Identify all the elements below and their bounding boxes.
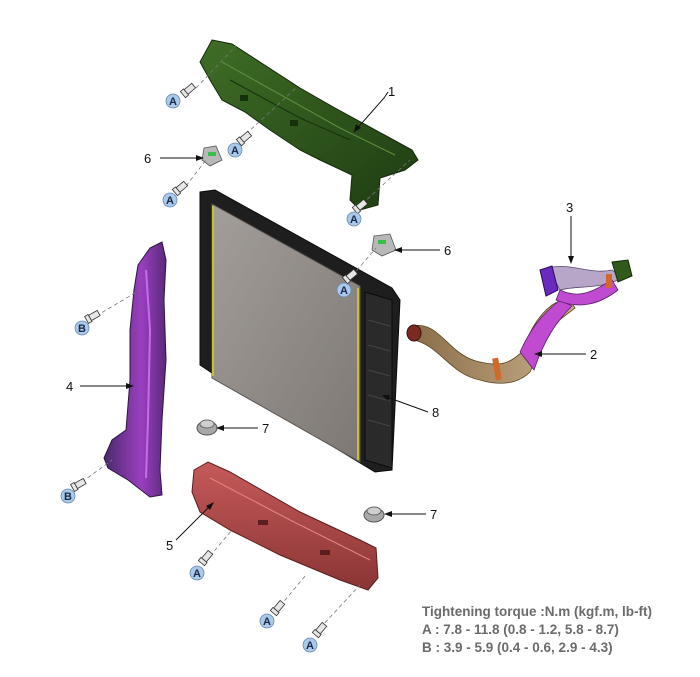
- upper-radiator-hose: [539, 259, 633, 306]
- bolt: [179, 82, 197, 99]
- bolt: [351, 198, 369, 215]
- callout-4: 4: [66, 379, 134, 394]
- badge-a: A: [189, 565, 205, 581]
- bolt: [311, 621, 328, 639]
- svg-text:A: A: [231, 145, 239, 157]
- svg-text:A: A: [263, 616, 271, 628]
- lower-insulator-left: [196, 419, 218, 436]
- lower-insulator-right: [363, 506, 385, 523]
- bolt: [83, 309, 101, 325]
- callout-8: 8: [382, 395, 439, 420]
- callouts: 1 6 3 6 2 4 8: [66, 84, 597, 553]
- assembly-lines: [81, 45, 411, 629]
- side-air-guard: [103, 241, 167, 498]
- svg-text:B: B: [64, 491, 72, 503]
- svg-text:A: A: [166, 195, 174, 207]
- bolt: [341, 268, 359, 285]
- callout-5: 5: [166, 502, 214, 553]
- svg-text:7: 7: [430, 507, 437, 522]
- badge-a: A: [346, 211, 362, 227]
- badge-a: A: [162, 192, 178, 208]
- callout-7-left: 7: [216, 421, 269, 436]
- badge-a: A: [302, 637, 318, 653]
- upper-bracket: [199, 39, 419, 211]
- torque-legend: Tightening torque :N.m (kgf.m, lb-ft) A …: [422, 603, 652, 657]
- callout-7-right: 7: [384, 507, 437, 522]
- svg-text:A: A: [306, 640, 314, 652]
- upper-mount-left: [201, 145, 223, 167]
- bolt-badges: A A A A A B B A: [60, 93, 362, 653]
- svg-text:A: A: [350, 214, 358, 226]
- svg-text:5: 5: [166, 538, 173, 553]
- legend-line-a: A : 7.8 - 11.8 (0.8 - 1.2, 5.8 - 8.7): [422, 622, 619, 637]
- callout-6-upper: 6: [144, 151, 204, 166]
- badge-a: A: [227, 142, 243, 158]
- svg-text:6: 6: [144, 151, 151, 166]
- callout-6-lower: 6: [394, 243, 451, 258]
- svg-text:A: A: [193, 568, 201, 580]
- svg-text:8: 8: [432, 405, 439, 420]
- svg-text:3: 3: [566, 200, 573, 215]
- svg-text:7: 7: [262, 421, 269, 436]
- callout-2: 2: [534, 347, 597, 362]
- legend-line-b: B : 3.9 - 5.9 (0.4 - 0.6, 2.9 - 4.3): [422, 640, 613, 655]
- upper-mount-right: [371, 233, 397, 257]
- bolt: [69, 477, 87, 493]
- bolts: [69, 82, 369, 639]
- svg-text:B: B: [78, 323, 86, 335]
- badge-a: A: [165, 93, 181, 109]
- bolt: [269, 599, 286, 617]
- badge-a: A: [336, 282, 352, 298]
- svg-text:A: A: [340, 285, 348, 297]
- lower-air-guard: [191, 461, 379, 591]
- callout-1: 1: [353, 84, 395, 133]
- svg-text:4: 4: [66, 379, 73, 394]
- badge-a: A: [259, 613, 275, 629]
- legend-title: Tightening torque :N.m (kgf.m, lb-ft): [422, 604, 652, 619]
- svg-text:6: 6: [444, 243, 451, 258]
- badge-b: B: [74, 320, 90, 336]
- bolt: [197, 549, 214, 567]
- bolt: [171, 180, 189, 197]
- callout-3: 3: [566, 200, 574, 264]
- radiator: [199, 189, 401, 473]
- svg-text:1: 1: [388, 84, 395, 99]
- svg-text:A: A: [169, 96, 177, 108]
- lower-radiator-hose: [406, 295, 576, 384]
- bolt: [235, 130, 253, 147]
- svg-text:2: 2: [590, 347, 597, 362]
- badge-b: B: [60, 488, 76, 504]
